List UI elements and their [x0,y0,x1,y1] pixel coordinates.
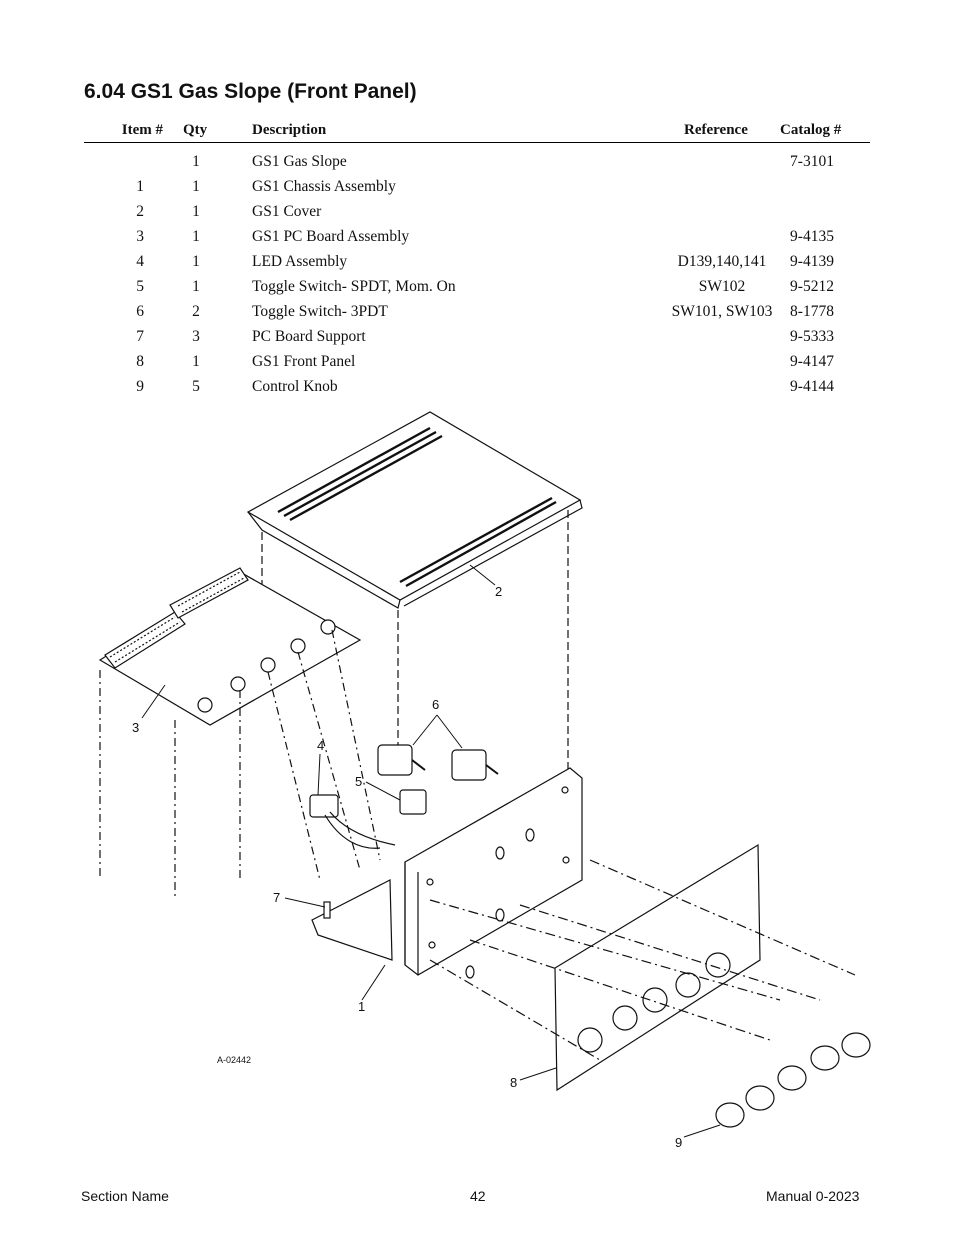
table-cell-qty: 1 [192,278,200,295]
table-cell-qty: 1 [192,178,200,195]
table-cell-item: 5 [136,278,144,295]
callout-2: 2 [495,584,502,599]
drawing-number: A-02442 [217,1055,251,1065]
front-panel-part [429,843,856,1092]
callout-5: 5 [355,774,362,789]
control-knob-parts [715,1032,871,1128]
table-cell-qty: 1 [192,253,200,270]
table-cell-qty: 1 [192,353,200,370]
footer-manual: Manual 0-2023 [766,1188,860,1204]
table-cell-description: Toggle Switch- SPDT, Mom. On [252,278,456,295]
col-header-description: Description [252,122,327,138]
table-cell-description: PC Board Support [252,328,366,345]
table-cell-description: GS1 Front Panel [252,353,356,370]
table-cell-qty: 5 [192,378,200,395]
pc-board-part [98,567,381,900]
table-cell-qty: 1 [192,203,200,220]
callout-7: 7 [273,890,280,905]
table-cell-item: 8 [136,353,144,370]
table-cell-item: 4 [136,253,144,270]
table-cell-qty: 1 [192,153,200,170]
callout-3: 3 [132,720,139,735]
table-cell-item: 2 [136,203,144,220]
col-header-reference: Reference [684,122,748,138]
callout-8: 8 [510,1075,517,1090]
callout-6: 6 [432,697,439,712]
table-cell-item: 6 [136,303,144,320]
table-cell-catalog: 9-5212 [790,278,834,295]
table-cell-item: 3 [136,228,144,245]
table-cell-reference: SW101, SW103 [671,303,773,320]
table-cell-catalog: 7-3101 [790,153,834,170]
table-cell-catalog: 9-4135 [790,228,834,245]
callout-9: 9 [675,1135,682,1150]
exploded-view-drawing: 1 2 3 4 5 6 7 8 9 A-02442 [98,411,871,1150]
table-cell-item: 7 [136,328,144,345]
chassis-part [311,767,583,979]
table-cell-description: GS1 Cover [252,203,322,220]
footer-page-number: 42 [470,1188,486,1204]
page-title: 6.04 GS1 Gas Slope (Front Panel) [84,80,417,103]
table-cell-qty: 1 [192,228,200,245]
toggle-switch-spdt-part [399,789,427,815]
pc-board-support-part [323,901,331,919]
table-cell-description: Control Knob [252,378,338,395]
led-assembly-part [309,794,396,849]
table-cell-catalog: 9-5333 [790,328,834,345]
table-cell-description: GS1 Chassis Assembly [252,178,396,195]
col-header-catalog: Catalog # [780,122,842,138]
table-cell-catalog: 9-4139 [790,253,834,270]
callout-4: 4 [317,738,324,753]
table-cell-description: LED Assembly [252,253,348,270]
table-cell-qty: 3 [192,328,200,345]
header-rule [84,142,870,143]
table-cell-qty: 2 [192,303,200,320]
col-header-item: Item # [121,122,163,138]
table-cell-item: 9 [136,378,144,395]
cover-part [246,411,583,780]
table-cell-reference: D139,140,141 [677,253,767,270]
col-header-qty: Qty [183,122,208,138]
table-cell-catalog: 8-1778 [790,303,834,320]
table-cell-description: GS1 PC Board Assembly [252,228,410,245]
toggle-switch-3pdt-parts [377,744,499,781]
table-cell-description: Toggle Switch- 3PDT [252,303,388,320]
callout-1: 1 [358,999,365,1014]
table-cell-catalog: 9-4147 [790,353,834,370]
table-cell-description: GS1 Gas Slope [252,153,347,170]
table-cell-reference: SW102 [698,278,746,295]
footer-section: Section Name [81,1188,169,1204]
table-cell-item: 1 [136,178,144,195]
table-cell-catalog: 9-4144 [790,378,834,395]
